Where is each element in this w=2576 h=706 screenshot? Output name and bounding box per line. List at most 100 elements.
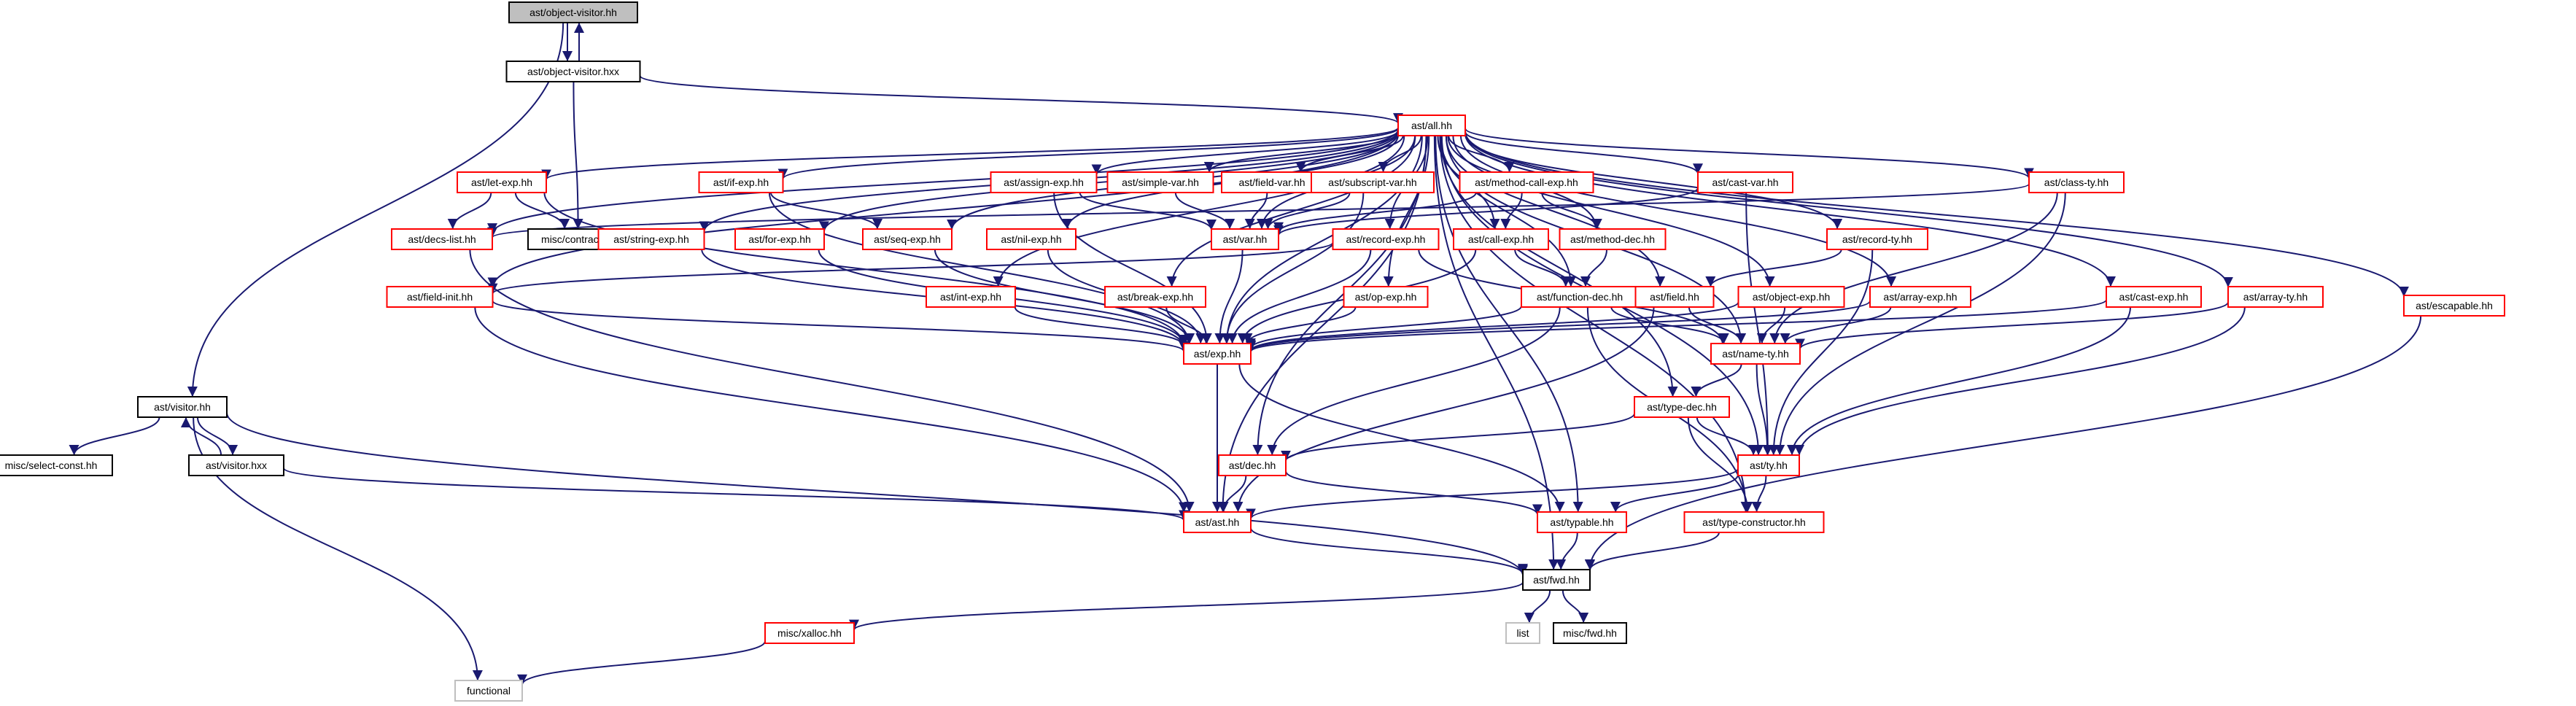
edge-vis_hxx-to-ast [283, 467, 1189, 521]
edge-all-to-ast [1217, 135, 1427, 513]
node-breakexp[interactable]: ast/break-exp.hh [1104, 286, 1206, 308]
node-visitor[interactable]: ast/visitor.hh [137, 396, 228, 418]
node-label-escapable: ast/escapable.hh [2416, 300, 2493, 311]
edge-all-to-fwd [1433, 135, 1559, 570]
node-selconst[interactable]: misc/select-const.hh [0, 454, 113, 476]
node-simplevar[interactable]: ast/simple-var.hh [1106, 171, 1214, 193]
node-methcall[interactable]: ast/method-call-exp.hh [1459, 171, 1594, 193]
edge-typedec-to-dec [1281, 413, 1635, 462]
node-box-stringexp [597, 228, 705, 250]
node-box-typedec [1634, 396, 1730, 418]
node-typable[interactable]: ast/typable.hh [1537, 511, 1627, 533]
node-fundec[interactable]: ast/function-dec.hh [1521, 286, 1639, 308]
node-layer: ast/object-visitor.hh ast/object-visitor.… [0, 1, 2505, 702]
node-fwd[interactable]: ast/fwd.hh [1522, 569, 1591, 591]
node-label-assign: ast/assign-exp.hh [1004, 176, 1084, 188]
node-ov_hxx[interactable]: ast/object-visitor.hxx [505, 61, 641, 82]
edge-all-to-breakexp [1166, 135, 1416, 287]
edge-breakexp-to-exp [1165, 306, 1211, 344]
edge-typecons-to-fwd [1585, 532, 1720, 570]
node-box-list [1505, 622, 1540, 644]
node-label-miscfwd: misc/fwd.hh [1563, 627, 1617, 639]
node-label-functional: functional [467, 685, 511, 697]
node-label-castexp: ast/cast-exp.hh [2119, 291, 2189, 303]
node-ast[interactable]: ast/ast.hh [1183, 511, 1252, 533]
edge-all-to-ifexp [777, 127, 1399, 180]
edge-escapable-to-fwd [1584, 315, 2422, 570]
node-box-declist [391, 228, 493, 250]
node-box-methcall [1459, 171, 1594, 193]
node-objexp[interactable]: ast/object-exp.hh [1737, 286, 1845, 308]
node-typedec[interactable]: ast/type-dec.hh [1634, 396, 1730, 418]
node-arrty[interactable]: ast/array-ty.hh [2227, 286, 2324, 308]
node-var[interactable]: ast/var.hh [1211, 228, 1279, 250]
node-box-selconst [0, 454, 113, 476]
node-label-ov_hxx: ast/object-visitor.hxx [527, 66, 619, 77]
node-nilexp[interactable]: ast/nil-exp.hh [986, 228, 1076, 250]
node-let[interactable]: ast/let-exp.hh [457, 171, 547, 193]
node-box-seqexp [862, 228, 953, 250]
node-label-list: list [1516, 627, 1529, 639]
node-castvar[interactable]: ast/cast-var.hh [1697, 171, 1793, 193]
edge-let-to-declist [447, 192, 492, 230]
node-ov_hh[interactable]: ast/object-visitor.hh [508, 1, 638, 23]
node-recexp[interactable]: ast/record-exp.hh [1332, 228, 1440, 250]
node-declist[interactable]: ast/decs-list.hh [391, 228, 493, 250]
node-stringexp[interactable]: ast/string-exp.hh [597, 228, 705, 250]
node-label-typecons: ast/type-constructor.hh [1702, 516, 1806, 528]
node-forexp[interactable]: ast/for-exp.hh [734, 228, 825, 250]
node-box-ov_hxx [505, 61, 641, 82]
node-all[interactable]: ast/all.hh [1397, 115, 1466, 136]
edge-castvar-to-var [1273, 187, 1699, 236]
node-label-subscript: ast/subscript-var.hh [1328, 176, 1416, 188]
node-exp[interactable]: ast/exp.hh [1183, 343, 1252, 365]
node-intexp[interactable]: ast/int-exp.hh [926, 286, 1016, 308]
node-fieldinit[interactable]: ast/field-init.hh [386, 286, 494, 308]
node-ifexp[interactable]: ast/if-exp.hh [698, 171, 784, 193]
node-box-typable [1537, 511, 1627, 533]
node-subscript[interactable]: ast/subscript-var.hh [1311, 171, 1435, 193]
node-label-nilexp: ast/nil-exp.hh [1001, 233, 1061, 245]
node-box-arrexp [1869, 286, 1971, 308]
node-methdec[interactable]: ast/method-dec.hh [1559, 228, 1667, 250]
node-box-forexp [734, 228, 825, 250]
node-escapable[interactable]: ast/escapable.hh [2403, 295, 2505, 317]
node-box-fwd [1522, 569, 1591, 591]
node-label-selconst: misc/select-const.hh [5, 459, 98, 471]
node-typecons[interactable]: ast/type-constructor.hh [1683, 511, 1825, 533]
edge-recexp-to-exp [1227, 249, 1372, 344]
node-recty[interactable]: ast/record-ty.hh [1826, 228, 1928, 250]
node-dec[interactable]: ast/dec.hh [1218, 454, 1287, 476]
edge-typable-to-fwd [1556, 532, 1578, 570]
node-callexp[interactable]: ast/call-exp.hh [1453, 228, 1549, 250]
node-label-ast: ast/ast.hh [1195, 516, 1240, 528]
node-opexp[interactable]: ast/op-exp.hh [1343, 286, 1429, 308]
node-seqexp[interactable]: ast/seq-exp.hh [862, 228, 953, 250]
node-ty[interactable]: ast/ty.hh [1737, 454, 1800, 476]
node-box-miscfwd [1553, 622, 1627, 644]
node-label-declist: ast/decs-list.hh [408, 233, 476, 245]
node-arrexp[interactable]: ast/array-exp.hh [1869, 286, 1971, 308]
node-namety[interactable]: ast/name-ty.hh [1710, 343, 1801, 365]
node-classty[interactable]: ast/class-ty.hh [2028, 171, 2125, 193]
node-field[interactable]: ast/field.hh [1634, 286, 1715, 308]
node-vis_hxx[interactable]: ast/visitor.hxx [188, 454, 284, 476]
node-miscfwd[interactable]: misc/fwd.hh [1553, 622, 1627, 644]
edge-assign-to-var [1079, 192, 1217, 230]
edge-all-to-opexp [1383, 135, 1430, 287]
node-box-ifexp [698, 171, 784, 193]
node-xalloc[interactable]: misc/xalloc.hh [764, 622, 855, 644]
node-castexp[interactable]: ast/cast-exp.hh [2106, 286, 2202, 308]
node-label-vis_hxx: ast/visitor.hxx [206, 459, 267, 471]
node-box-functional [454, 680, 523, 702]
edge-recexp-to-fieldinit [487, 241, 1334, 295]
node-assign[interactable]: ast/assign-exp.hh [990, 171, 1098, 193]
node-box-namety [1710, 343, 1801, 365]
edge-visitor-to-vis_hxx [196, 416, 238, 456]
node-box-recty [1826, 228, 1928, 250]
node-fieldvar[interactable]: ast/field-var.hh [1221, 171, 1323, 193]
node-box-classty [2028, 171, 2125, 193]
node-list: list [1505, 622, 1540, 644]
edge-ty-to-typable [1610, 474, 1739, 513]
